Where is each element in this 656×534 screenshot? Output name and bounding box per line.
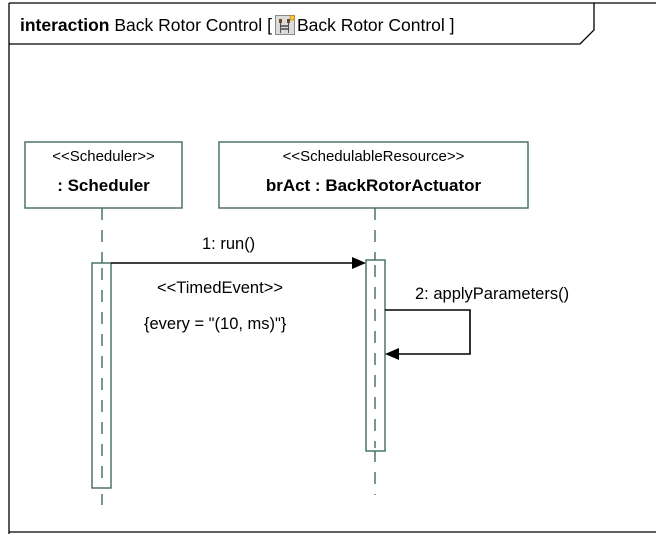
message-apply-parameters-line [385,309,471,355]
message-run [111,257,366,269]
frame-interaction-name: Back Rotor Control [114,15,263,35]
frame-bracket-close: ] [449,15,455,35]
frame-name-tab [9,3,595,45]
message-run-arrowhead [352,257,366,269]
frame-diagram-ref[interactable]: Back Rotor Control [296,15,445,35]
message-run-label[interactable]: 1: run() [202,235,256,253]
activation-bar-scheduler [91,262,112,489]
sequence-diagram-icon[interactable] [274,15,295,35]
frame-keyword: interaction [20,15,110,35]
frame-title: interaction Back Rotor Control [ Back Ro… [20,14,455,36]
interaction-frame [8,2,656,534]
lifeline-back-rotor-actuator [218,141,529,495]
message-apply-parameters-label[interactable]: 2: applyParameters() [415,285,570,303]
lifeline-head-scheduler [24,141,183,209]
lifeline-name-back-rotor-actuator[interactable]: brAct : BackRotorActuator [265,176,482,195]
message-apply-parameters-arrowhead [385,348,399,360]
message-apply-parameters [385,309,471,360]
message-run-stereotype: <<TimedEvent>> [157,279,283,297]
message-run-constraint: {every = "(10, ms)"} [144,315,287,333]
lifeline-stereotype-back-rotor-actuator: <<SchedulableResource>> [282,148,465,165]
lifeline-name-scheduler[interactable]: : Scheduler [57,176,150,195]
lifeline-scheduler [24,141,183,505]
lifeline-stereotype-scheduler: <<Scheduler>> [52,148,155,165]
lifeline-head-back-rotor-actuator [218,141,529,209]
frame-bracket-open: [ [267,15,272,35]
